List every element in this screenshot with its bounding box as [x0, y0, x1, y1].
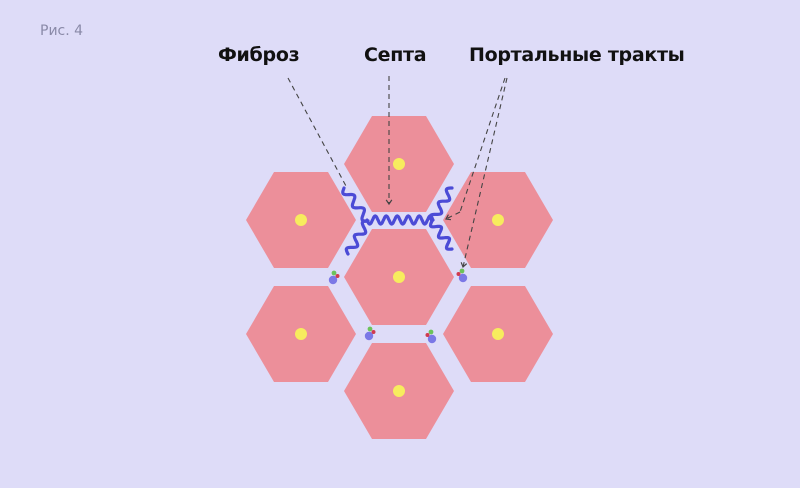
fibrosis-septum	[428, 219, 454, 251]
hepatic-artery	[456, 272, 461, 276]
bile-duct	[331, 270, 337, 276]
bile-duct	[367, 326, 373, 332]
leader-line	[287, 77, 347, 187]
portal-vein	[364, 331, 374, 341]
bile-duct	[459, 268, 465, 274]
fibrosis-septum	[344, 219, 370, 256]
label-fibrosis: Фиброз	[218, 44, 300, 66]
bile-duct	[428, 329, 434, 335]
arrowhead-icon	[445, 214, 452, 221]
label-septa: Септа	[364, 44, 427, 66]
arrowhead-icon	[385, 199, 393, 206]
fibrosis-septum	[428, 186, 454, 223]
central-vein	[295, 214, 307, 226]
central-vein	[393, 158, 405, 170]
hepatic-artery	[425, 333, 430, 337]
leader-line	[459, 77, 506, 213]
central-vein	[492, 214, 504, 226]
hepatic-artery	[335, 274, 340, 278]
central-vein	[393, 271, 405, 283]
fibrosis-septum	[341, 186, 370, 223]
central-vein	[295, 328, 307, 340]
portal-vein	[427, 334, 437, 344]
label-portal-tracts: Портальные тракты	[469, 44, 685, 66]
portal-vein	[458, 273, 468, 283]
central-vein	[393, 385, 405, 397]
hepatic-artery	[371, 330, 376, 334]
arrowhead-icon	[460, 262, 468, 269]
leader-line	[445, 211, 461, 220]
figure-label: Рис. 4	[40, 23, 84, 39]
fibrosis-septum	[365, 214, 435, 226]
portal-vein	[328, 275, 338, 285]
central-vein	[492, 328, 504, 340]
